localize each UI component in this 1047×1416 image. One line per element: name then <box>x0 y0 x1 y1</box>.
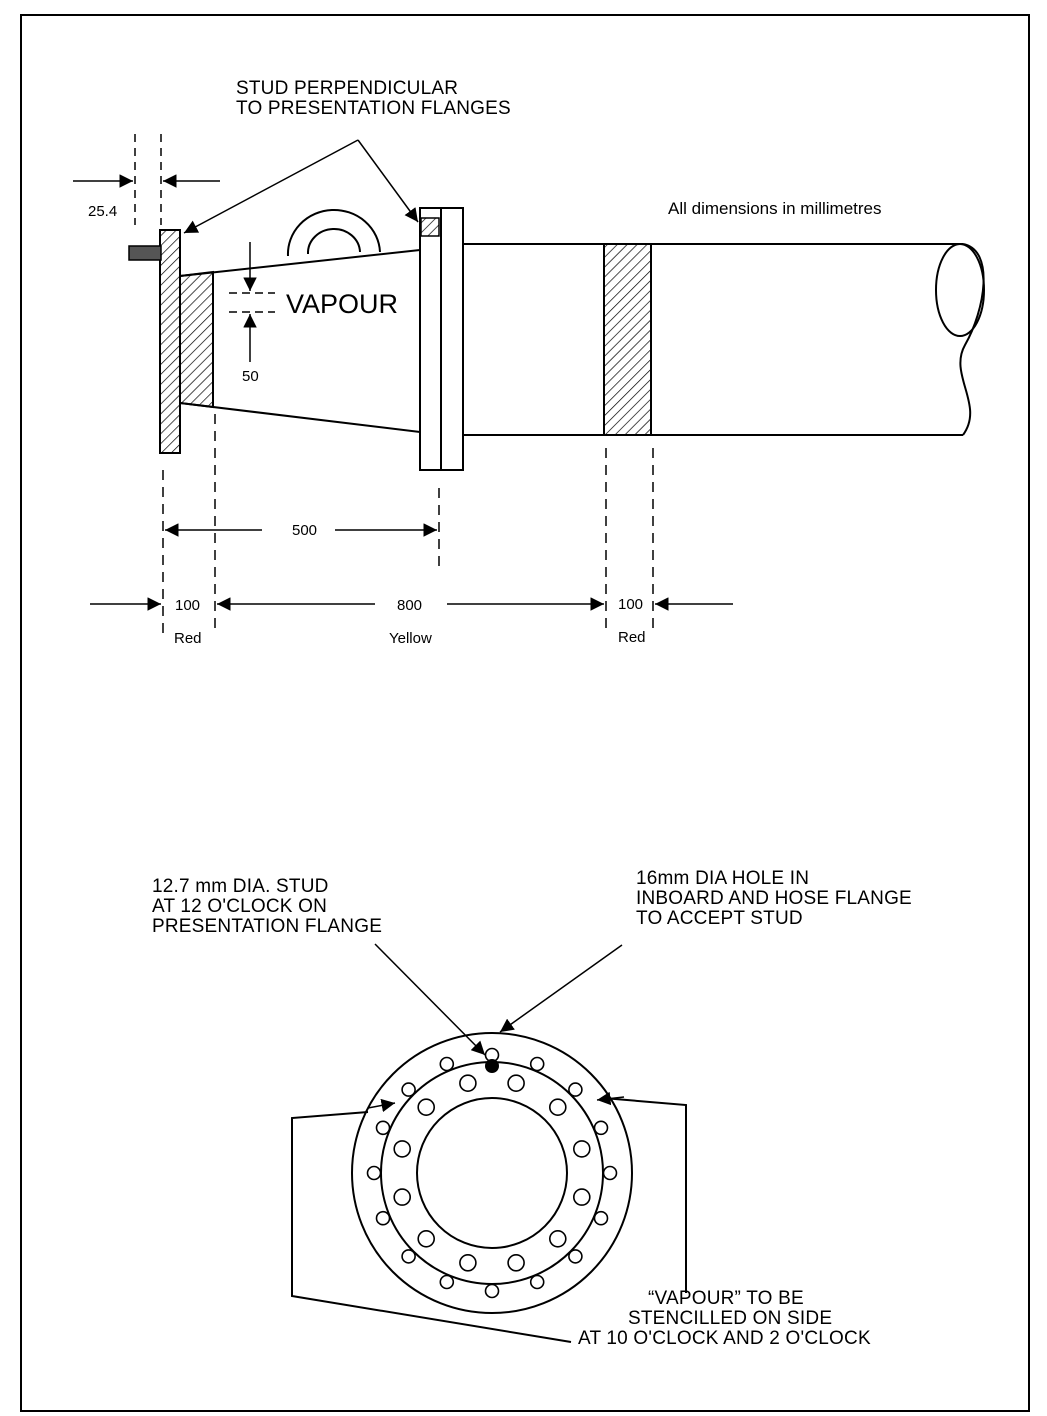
stud-leader-left <box>183 139 359 234</box>
inner-bolt-hole <box>417 1098 436 1116</box>
band-middle-width: 800 <box>397 597 423 614</box>
hose-flange <box>419 207 442 471</box>
inner-bolt-hole <box>548 1230 567 1248</box>
side-arrow-right <box>596 1091 625 1106</box>
outer-bolt-hole <box>568 1249 583 1264</box>
units-note: All dimensions in millimetres <box>668 199 882 218</box>
stud-note-line1: STUD PERPENDICULAR <box>236 78 459 99</box>
hole-leader <box>499 944 623 1033</box>
band-right-color: Red <box>618 629 646 646</box>
inboard-flange <box>440 207 464 471</box>
stud-hole <box>420 217 440 237</box>
outer-bolt-hole <box>568 1082 583 1097</box>
inner-bolt-hole <box>393 1140 412 1158</box>
bolt-holes <box>366 1047 618 1299</box>
outer-bolt-hole <box>529 1056 545 1072</box>
inner-bolt-hole <box>393 1188 412 1206</box>
outer-bolt-hole <box>375 1210 391 1226</box>
bore <box>416 1097 568 1249</box>
stencil-note-line3: AT 10 O'CLOCK AND 2 O'CLOCK <box>578 1328 871 1349</box>
inner-bolt-hole <box>507 1074 525 1092</box>
outer-bolt-hole <box>366 1165 382 1181</box>
outer-bolt-hole <box>439 1056 455 1072</box>
stud <box>128 245 162 261</box>
outer-bolt-hole <box>439 1274 455 1290</box>
band-middle-color: Yellow <box>389 630 432 647</box>
side-arrow-left <box>367 1098 396 1113</box>
band-left-color: Red <box>174 630 202 647</box>
stud-leader-right <box>357 139 419 223</box>
inner-bolt-hole <box>507 1254 525 1272</box>
end-view-body <box>291 1097 687 1343</box>
vapour-band-dimension <box>229 242 275 362</box>
end-stud-note-line3: PRESENTATION FLANGE <box>152 916 383 937</box>
outer-bolt-hole <box>401 1082 416 1097</box>
outer-bolt-hole <box>593 1120 609 1136</box>
dim-stud: 25.4 <box>88 203 118 220</box>
extension-lines <box>162 414 654 634</box>
outer-bolt-hole <box>593 1210 609 1226</box>
page-border <box>20 14 1030 1412</box>
hole-note-line2: INBOARD AND HOSE FLANGE <box>636 888 912 909</box>
stud-dot <box>485 1059 499 1073</box>
stud-dimension <box>73 134 220 225</box>
end-stud-note-line1: 12.7 mm DIA. STUD <box>152 876 329 897</box>
stud-leader <box>374 943 486 1056</box>
hole-note-line1: 16mm DIA HOLE IN <box>636 868 810 889</box>
inner-bolt-hole <box>417 1230 436 1248</box>
dim-band-height: 50 <box>242 368 259 385</box>
outer-flange <box>351 1032 633 1314</box>
right-red-band <box>603 243 652 436</box>
presentation-flange <box>159 229 181 454</box>
reducer-cone <box>179 248 421 434</box>
pipe <box>463 243 985 436</box>
stencil-note-line2: STENCILLED ON SIDE <box>628 1308 833 1329</box>
outer-bolt-hole <box>401 1249 416 1264</box>
hole-note-line3: TO ACCEPT STUD <box>636 908 803 929</box>
lifting-lug <box>286 209 381 257</box>
inner-bolt-hole <box>459 1254 477 1272</box>
outer-bolt-hole <box>484 1283 500 1299</box>
outer-bolt-hole <box>529 1274 545 1290</box>
band-left-width: 100 <box>175 597 201 614</box>
inner-bolt-hole <box>459 1074 477 1092</box>
dim-flange-distance: 500 <box>292 522 318 539</box>
inner-flange <box>380 1061 604 1285</box>
left-red-band <box>179 270 214 409</box>
stencil-note-line1: “VAPOUR” TO BE <box>648 1288 804 1309</box>
end-stud-note-line2: AT 12 O'CLOCK ON <box>152 896 328 917</box>
inner-bolt-hole <box>572 1140 591 1158</box>
stud-note-line2: TO PRESENTATION FLANGES <box>236 98 511 119</box>
inner-bolt-hole <box>548 1098 567 1116</box>
vapour-label: VAPOUR <box>286 289 399 319</box>
outer-bolt-hole <box>602 1165 618 1181</box>
outer-bolt-hole <box>375 1120 391 1136</box>
inner-bolt-hole <box>572 1188 591 1206</box>
band-right-width: 100 <box>618 596 644 613</box>
